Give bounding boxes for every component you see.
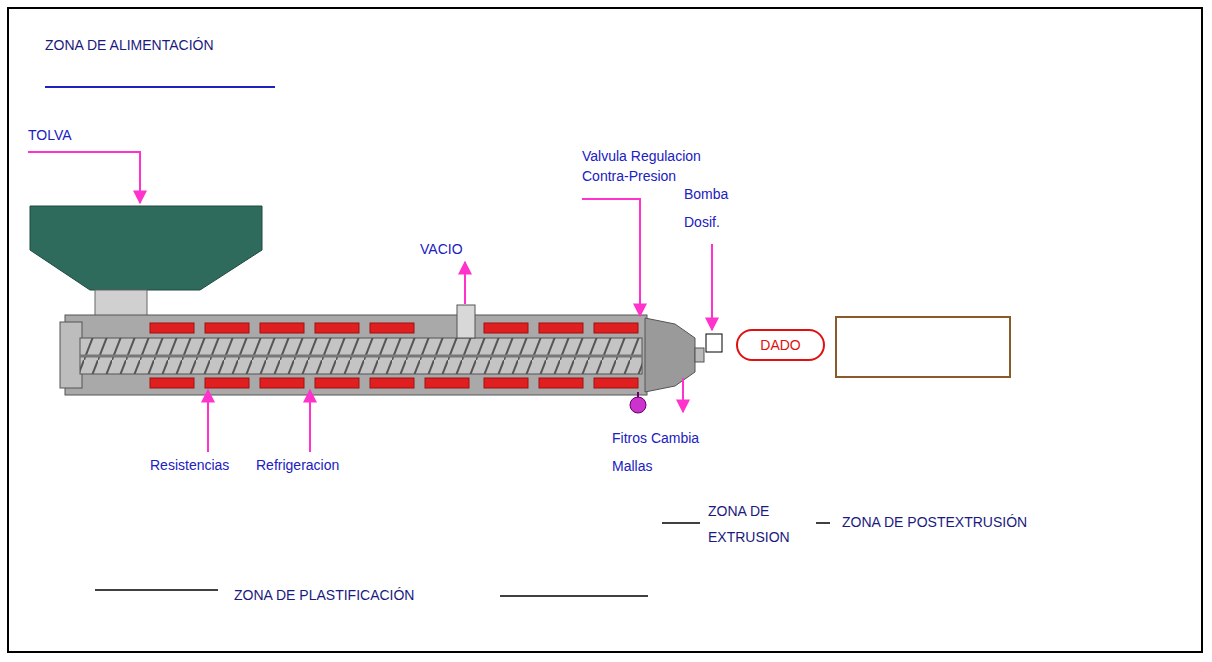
vent-port [457, 305, 475, 338]
heater-band [484, 378, 528, 388]
screw [80, 338, 642, 374]
nozzle [695, 348, 704, 362]
heater-band [315, 378, 359, 388]
part-label: Valvula Regulacion Contra-Presion [582, 146, 722, 186]
part-label: Refrigeracion [256, 456, 339, 474]
heater-band [315, 323, 359, 333]
hopper [30, 206, 262, 290]
leader-arrow [711, 244, 713, 330]
heater-band [205, 378, 249, 388]
heater-band [260, 378, 304, 388]
heater-band [594, 378, 638, 388]
heater-band [425, 378, 469, 388]
heater-band [539, 323, 583, 333]
zone-label: ZONA DE EXTRUSION [708, 498, 808, 550]
heater-band [370, 323, 414, 333]
hopper-neck [95, 290, 147, 318]
heater-bands [150, 323, 638, 388]
barrel [65, 315, 647, 395]
zone-label: ZONA DE POSTEXTRUSIÓN [842, 513, 1027, 531]
heater-band [150, 323, 194, 333]
zone-line [662, 522, 700, 524]
die-box: DADO [736, 329, 825, 361]
heater-band [539, 378, 583, 388]
barrel-flange [60, 322, 82, 388]
zone-label: ZONA DE PLASTIFICACIÓN [234, 586, 414, 604]
leader-arrow [464, 262, 466, 304]
leader-lines [28, 152, 712, 452]
leader-arrow [682, 378, 684, 412]
part-label: Resistencias [150, 456, 229, 474]
post-extrusion-box [836, 317, 1010, 377]
heater-band [150, 378, 194, 388]
heater-band [370, 378, 414, 388]
screw-shaft [80, 355, 642, 358]
part-label: TOLVA [28, 126, 72, 144]
heater-band [594, 323, 638, 333]
leader-arrow [207, 390, 209, 452]
heater-band [484, 323, 528, 333]
leader-arrow [28, 152, 140, 203]
leader-arrow [582, 199, 640, 316]
leader-arrow [309, 390, 311, 452]
zone-line [95, 589, 218, 591]
frame-border [8, 8, 1202, 652]
zone-line [500, 595, 648, 597]
extruder-head [645, 318, 695, 392]
heater-band [260, 323, 304, 333]
node-text: DADO [738, 337, 823, 353]
heater-band [205, 323, 249, 333]
part-label: VACIO [420, 240, 463, 258]
dosing-pump-symbol [706, 334, 722, 352]
title-underline [45, 86, 275, 88]
part-label: Bomba Dosif. [684, 180, 744, 236]
zone-label: ZONA DE ALIMENTACIÓN [45, 36, 214, 54]
filter-valve [630, 397, 646, 413]
part-label: Fitros Cambia Mallas [612, 424, 717, 480]
zone-line [816, 522, 830, 524]
